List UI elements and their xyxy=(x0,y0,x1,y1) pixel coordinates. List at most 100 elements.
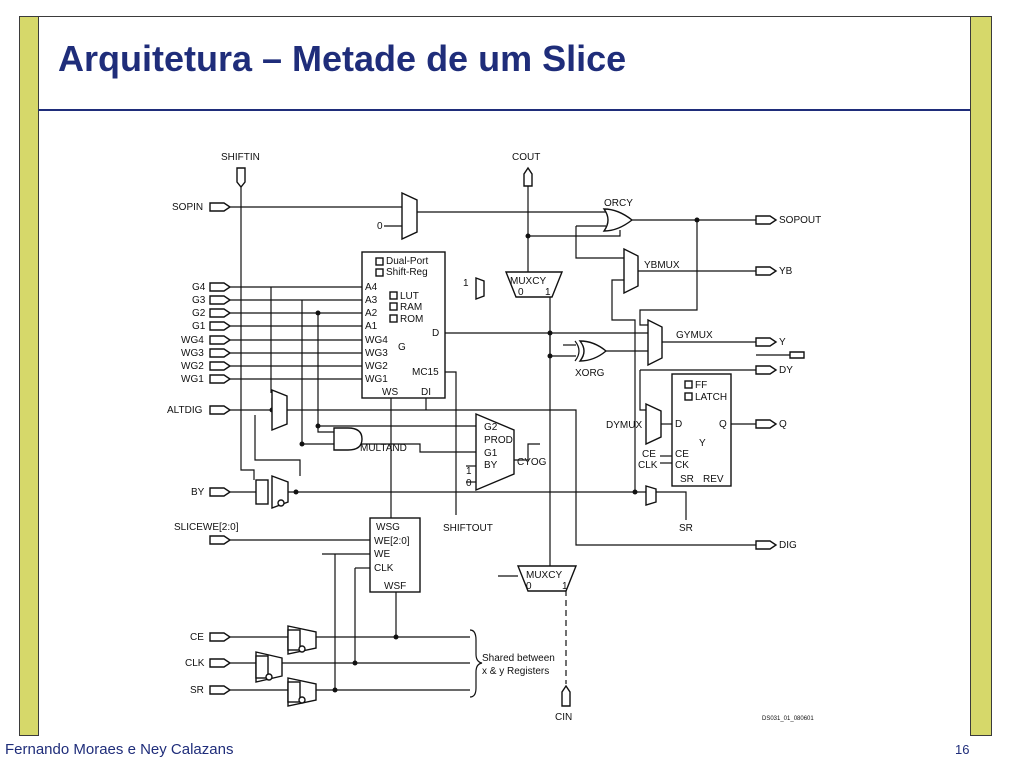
wg2-label: WG2 xyxy=(181,361,204,372)
ff-opt-latch: LATCH xyxy=(695,392,727,403)
cyog-g2: G2 xyxy=(484,422,498,433)
footer-author: Fernando Moraes e Ney Calazans xyxy=(5,741,234,758)
lut-di: DI xyxy=(421,387,431,398)
ce-input-label: CE xyxy=(190,632,204,643)
muxcy-bottom-one: 1 xyxy=(562,581,568,592)
g2-label: G2 xyxy=(192,308,206,319)
lut-a3: A3 xyxy=(365,295,378,306)
shared-note-line2: x & y Registers xyxy=(482,666,549,677)
lut-opt-ram: RAM xyxy=(400,302,422,313)
muxcy-top-zero: 0 xyxy=(518,287,524,298)
wsg-box xyxy=(369,517,421,593)
cin-label: CIN xyxy=(555,712,572,723)
lut-g: G xyxy=(398,342,406,353)
lut-shift-reg: Shift-Reg xyxy=(386,267,428,278)
ff-rev: REV xyxy=(703,474,724,485)
ff-box xyxy=(671,373,732,487)
muxcy-bottom-zero: 0 xyxy=(526,581,532,592)
altdig-label: ALTDIG xyxy=(167,405,203,416)
wsg-we: WE[2:0] xyxy=(374,536,410,547)
muxcy-top-const: 1 xyxy=(463,278,469,289)
dymux xyxy=(645,402,662,446)
sopin-label: SOPIN xyxy=(172,202,203,213)
g4-label: G4 xyxy=(192,282,206,293)
lut-dual-port: Dual-Port xyxy=(386,256,428,267)
sr-mux xyxy=(645,485,657,506)
cyog-prod: PROD xyxy=(484,435,513,446)
g3-label: G3 xyxy=(192,295,206,306)
gymux-label: GYMUX xyxy=(676,330,713,341)
wsg-title: WSG xyxy=(376,522,400,533)
ff-q: Q xyxy=(719,419,727,430)
sr-input-label: SR xyxy=(190,685,204,696)
orcy-label: ORCY xyxy=(604,198,633,209)
cyog-one: 1 xyxy=(466,466,472,477)
orcy-gate xyxy=(602,208,634,232)
pin-arrows xyxy=(209,166,805,707)
dymux-label: DYMUX xyxy=(606,420,642,431)
lut-opt-rom: ROM xyxy=(400,314,423,325)
blocks xyxy=(361,251,732,698)
ff-ce: CE xyxy=(675,449,689,460)
lut-wg2: WG2 xyxy=(365,361,388,372)
g1-label: G1 xyxy=(192,321,206,332)
sopout-label: SOPOUT xyxy=(779,215,821,226)
ff-y: Y xyxy=(699,438,706,449)
q-output-label: Q xyxy=(779,419,787,430)
shared-note-line1: Shared between xyxy=(482,653,555,664)
multand-label: MULTAND xyxy=(360,443,407,454)
xorg-label: XORG xyxy=(575,368,605,379)
lut-box xyxy=(361,251,446,399)
wg1-label: WG1 xyxy=(181,374,204,385)
lut-wg1: WG1 xyxy=(365,374,388,385)
ybmux-label: YBMUX xyxy=(644,260,680,271)
muxcy-top-const-mux xyxy=(475,276,485,301)
muxcy-bottom-label: MUXCY xyxy=(526,570,562,581)
cout-label: COUT xyxy=(512,152,540,163)
page-number: 16 xyxy=(955,742,970,757)
clk-input-label: CLK xyxy=(185,658,205,669)
cyog-g1: G1 xyxy=(484,448,498,459)
left-accent-bar xyxy=(19,16,39,736)
lut-a4: A4 xyxy=(365,282,378,293)
dy-label: DY xyxy=(779,365,793,376)
wsg-we1: WE xyxy=(374,549,390,560)
ff-clk-input: CLK xyxy=(638,460,658,471)
sopin-mux xyxy=(401,191,418,241)
lut-mc15: MC15 xyxy=(412,367,439,378)
slide-title: Arquitetura – Metade de um Slice xyxy=(58,38,627,79)
dig-label: DIG xyxy=(779,540,797,551)
lut-a2: A2 xyxy=(365,308,378,319)
by-label: BY xyxy=(191,487,205,498)
ff-sr: SR xyxy=(680,474,694,485)
y-output-label: Y xyxy=(779,337,786,348)
xorg-gate xyxy=(578,340,608,362)
wsg-clk: CLK xyxy=(374,563,394,574)
wg3-label: WG3 xyxy=(181,348,204,359)
wsg-wsf: WSF xyxy=(384,581,406,592)
muxcy-top xyxy=(504,271,564,298)
altdig-mux xyxy=(271,388,288,432)
by-mux xyxy=(271,474,289,510)
cyog-name: CYOG xyxy=(517,457,547,468)
ff-ce-input: CE xyxy=(642,449,656,460)
slicewe-label: SLICEWE[2:0] xyxy=(174,522,239,533)
title-underline xyxy=(38,109,970,111)
cyog-mux xyxy=(475,412,515,492)
muxcy-top-one: 1 xyxy=(545,287,551,298)
wires xyxy=(230,186,800,691)
labels: SHIFTIN SOPIN G4 G3 G2 G1 WG4 WG3 WG2 WG… xyxy=(167,152,821,723)
ff-opt-ff: FF xyxy=(695,380,707,391)
ff-ck: CK xyxy=(675,460,689,471)
sopin-mux-const: 0 xyxy=(377,221,383,232)
ff-d: D xyxy=(675,419,682,430)
diagram-code: DS031_01_080601 xyxy=(762,716,814,722)
shiftin-label: SHIFTIN xyxy=(221,152,260,163)
wg4-label: WG4 xyxy=(181,335,204,346)
lut-a1: A1 xyxy=(365,321,378,332)
right-accent-bar xyxy=(970,16,992,736)
lut-d: D xyxy=(432,328,439,339)
shiftout-label: SHIFTOUT xyxy=(443,523,493,534)
lut-opt-lut: LUT xyxy=(400,291,419,302)
